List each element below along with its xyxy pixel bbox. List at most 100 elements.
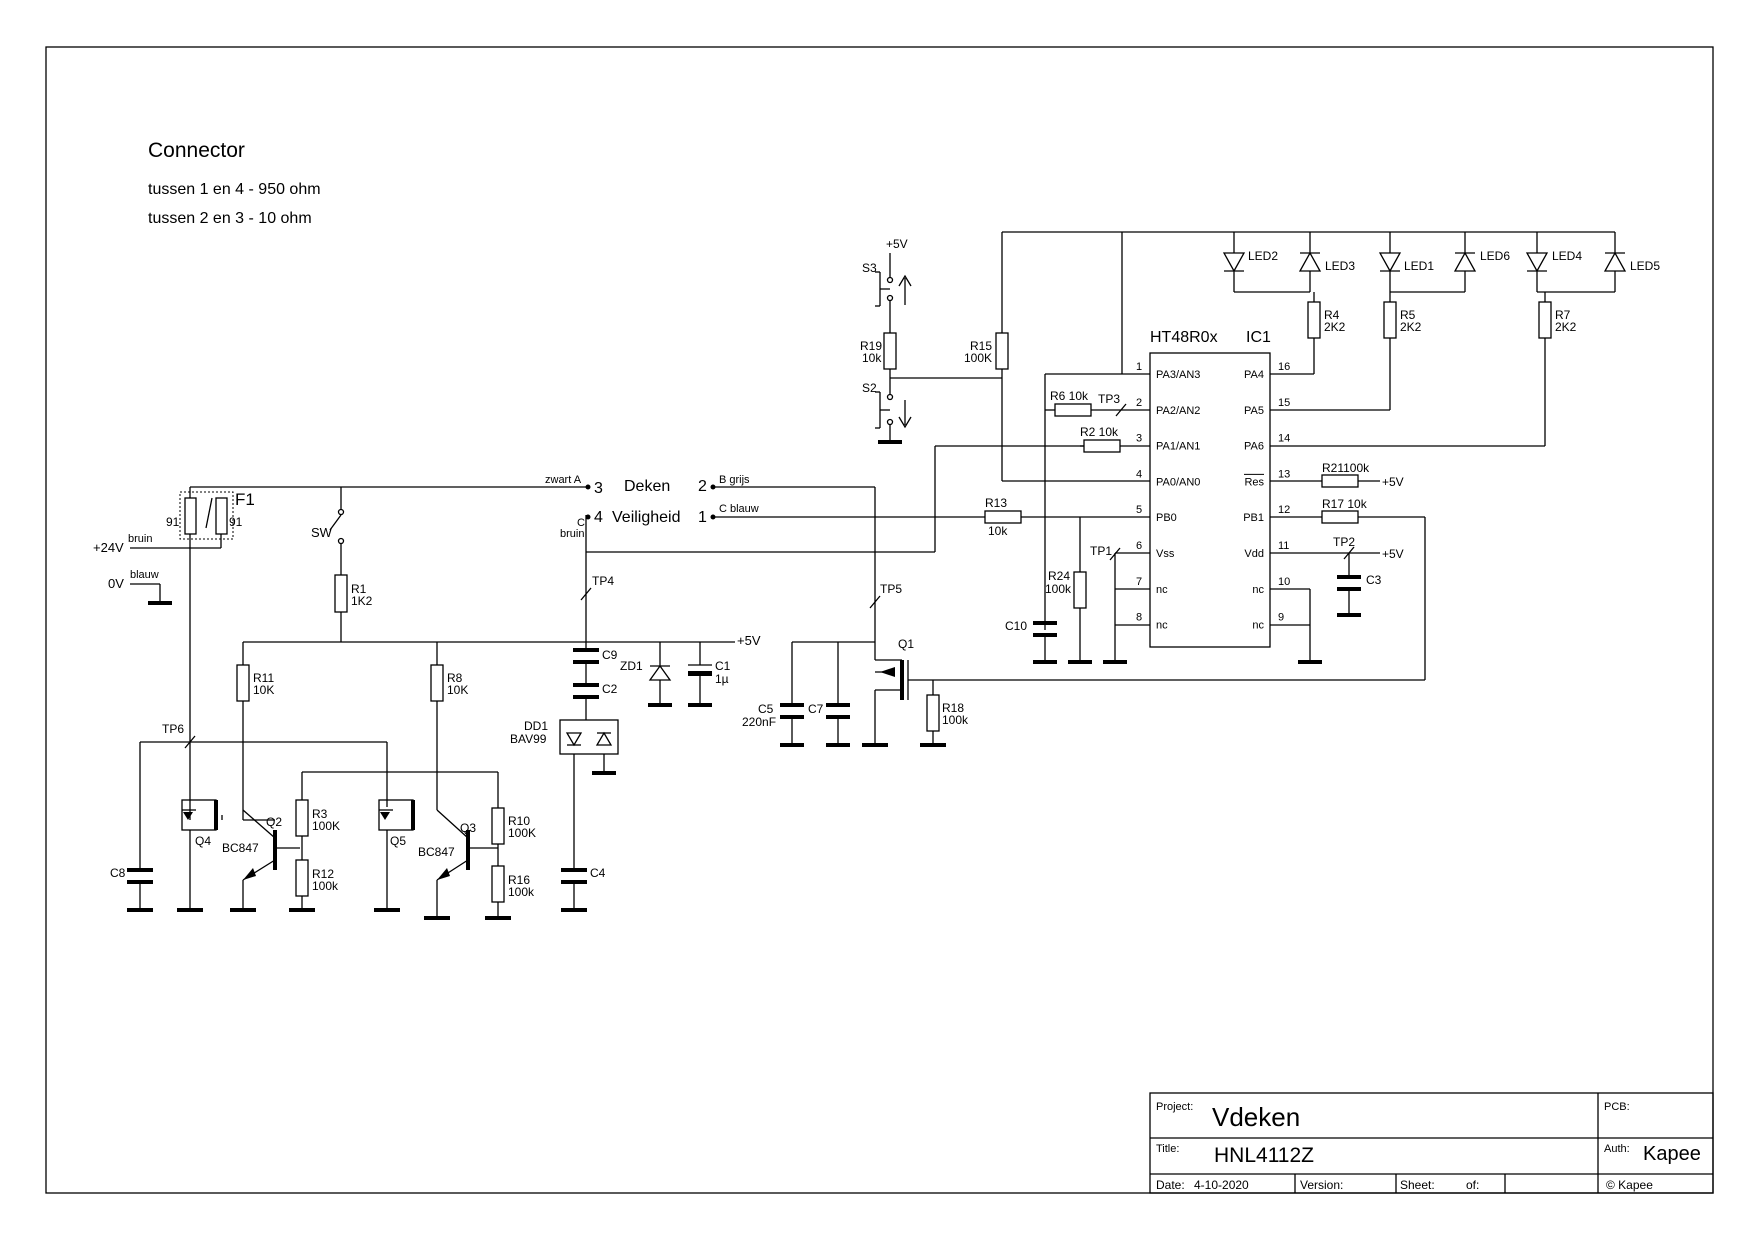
- r24-label: R24: [1048, 569, 1070, 583]
- f1-resistor-b: [215, 497, 228, 535]
- r19-label: R19: [860, 339, 882, 353]
- r5-label: R5: [1400, 308, 1416, 322]
- ic1-pin-number: 2: [1136, 397, 1142, 409]
- mcu-section: R15 100K HT48R0x IC1 1PA3/AN32PA2/AN23PA…: [964, 231, 1660, 680]
- r6-label: R6 10k: [1050, 389, 1089, 403]
- ic1-name: HT48R0x: [1150, 329, 1218, 346]
- rail-5v: +5V: [737, 633, 761, 648]
- ic1-pin-name: nc: [1252, 584, 1264, 596]
- ic1-pin-number: 8: [1136, 612, 1142, 624]
- f1-value-b: 91: [229, 515, 243, 529]
- ic1-pin-number: 11: [1278, 540, 1289, 552]
- supply-0v-wire: blauw: [130, 569, 159, 581]
- pin4-wire-c: C: [577, 517, 585, 529]
- supply-24v-wire: bruin: [128, 533, 152, 545]
- r13-value: 10k: [988, 524, 1008, 538]
- dd1-body: [559, 719, 619, 755]
- zd1-label: ZD1: [620, 659, 643, 673]
- ic1-pin-name: PA4: [1244, 369, 1264, 381]
- title-label: Title:: [1156, 1143, 1179, 1155]
- tp4-label: TP4: [592, 574, 614, 588]
- pin2-wire: B grijs: [719, 474, 750, 486]
- pin3-wire: zwart A: [545, 474, 582, 486]
- ic1-pin-name: nc: [1156, 620, 1168, 632]
- r5-value: 2K2: [1400, 320, 1422, 334]
- q1-section: R18 100k Q1 C5 220nF C7: [742, 637, 1425, 747]
- sheet-border: [45, 46, 1714, 1194]
- q3-type: BC847: [418, 845, 455, 859]
- r3-label: R3: [312, 807, 328, 821]
- pcb-label: PCB:: [1604, 1101, 1630, 1113]
- ic1-pin-name: PA0/AN0: [1156, 476, 1200, 488]
- ic1-pin-number: 15: [1278, 397, 1290, 409]
- ic1-pin-name: PA5: [1244, 405, 1264, 417]
- title-value: HNL4112Z: [1214, 1144, 1314, 1167]
- r17-label: R17 10k: [1322, 497, 1368, 511]
- q4-label: Q4: [195, 834, 211, 848]
- r3-value: 100K: [312, 819, 340, 833]
- r2-label: R2 10k: [1080, 425, 1119, 439]
- notes-line-1: tussen 1 en 4 - 950 ohm: [148, 181, 321, 198]
- c10-label: C10: [1005, 619, 1027, 633]
- dd1-label: DD1: [524, 719, 548, 733]
- c5-value: 220nF: [742, 715, 776, 729]
- led4-label: LED4: [1552, 249, 1582, 263]
- ic1-pin-name: PA2/AN2: [1156, 405, 1200, 417]
- power-input-section: F1 91 91 +24V bruin 0V blauw SW R1 1K2 +…: [93, 486, 761, 920]
- tp2-label: TP2: [1333, 535, 1355, 549]
- q3-label: Q3: [460, 821, 476, 835]
- pin1-number: 1: [698, 509, 707, 526]
- q1-label: Q1: [898, 637, 914, 651]
- pin3-label: Deken: [624, 478, 670, 495]
- supply-24v: +24V: [93, 540, 124, 555]
- auth-value: Kapee: [1643, 1143, 1701, 1165]
- r24-value: 100k: [1045, 582, 1072, 596]
- copyright: © Kapee: [1606, 1178, 1653, 1192]
- ic1-pin-name: PA3/AN3: [1156, 369, 1200, 381]
- s2-label: S2: [862, 381, 877, 395]
- f1-label: F1: [235, 490, 255, 509]
- ic1-pin-number: 13: [1278, 468, 1290, 480]
- ic1-pin-number: 14: [1278, 433, 1290, 445]
- r12-value: 100k: [312, 879, 339, 893]
- title-block: Project: Vdeken PCB: Title: HNL4112Z Aut…: [1149, 1092, 1714, 1194]
- pin2-number: 2: [698, 478, 707, 495]
- led2-label: LED2: [1248, 249, 1278, 263]
- ic1-body: [1149, 352, 1271, 648]
- r11-value: 10K: [253, 683, 274, 697]
- ic1-pin-name: PB1: [1243, 512, 1264, 524]
- r1-body: [334, 574, 348, 613]
- f1-outline: [179, 491, 234, 540]
- ic1-ref: IC1: [1246, 329, 1271, 346]
- pin4-wire-bruin: bruin: [560, 528, 584, 540]
- ic1-pin-number: 3: [1136, 433, 1142, 445]
- ic1-pin-name: PA1/AN1: [1156, 441, 1200, 453]
- res-5v: +5V: [1382, 475, 1404, 489]
- ic1-pin-number: 7: [1136, 576, 1142, 588]
- project-name: Vdeken: [1212, 1102, 1300, 1132]
- r10-value: 100K: [508, 826, 536, 840]
- ic1-pin-name: Res: [1244, 476, 1264, 488]
- version-label: Version:: [1300, 1178, 1343, 1192]
- tp1-label: TP1: [1090, 544, 1112, 558]
- ic1-pin-name: PA6: [1244, 441, 1264, 453]
- q2-type: BC847: [222, 841, 259, 855]
- led6-label: LED6: [1480, 249, 1510, 263]
- ic1-pin-name: nc: [1156, 584, 1168, 596]
- dd1-type: BAV99: [510, 732, 547, 746]
- ic1-pin-number: 12: [1278, 504, 1290, 516]
- led3-label: LED3: [1325, 259, 1355, 273]
- c4-label: C4: [590, 866, 606, 880]
- led1-label: LED1: [1404, 259, 1434, 273]
- f1-resistor-a: [184, 497, 197, 535]
- r18-label: R18: [942, 701, 964, 715]
- pin3-number: 3: [594, 480, 603, 497]
- of-label: of:: [1466, 1178, 1479, 1192]
- s3-label: S3: [862, 261, 877, 275]
- led5-label: LED5: [1630, 259, 1660, 273]
- r1-value: 1K2: [351, 594, 373, 608]
- r4-label: R4: [1324, 308, 1340, 322]
- c2-label: C2: [602, 682, 618, 696]
- r12-label: R12: [312, 867, 334, 881]
